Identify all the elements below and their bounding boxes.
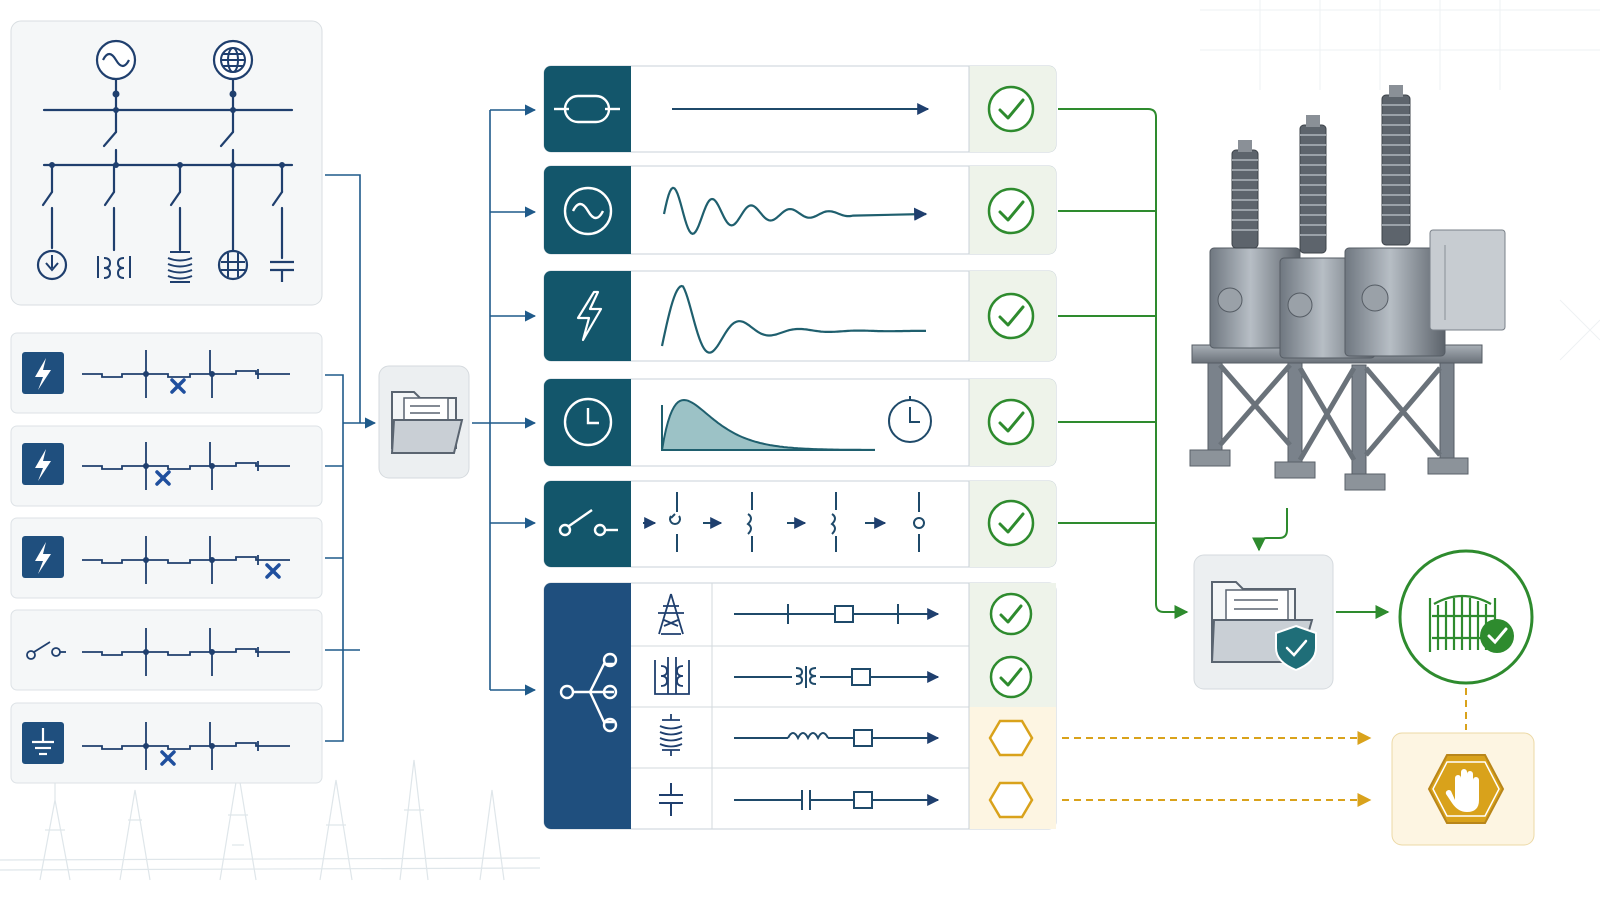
- subtest-group: [543, 582, 1057, 830]
- subtest-row[interactable]: [654, 655, 1033, 699]
- grid-source-icon: [212, 39, 254, 81]
- circuit-breaker-equipment-icon: [1189, 85, 1506, 491]
- transformer-icon: [97, 256, 131, 279]
- cross-mark-icon: [265, 563, 281, 579]
- test-list: [543, 65, 1057, 830]
- cross-mark-icon: [170, 378, 186, 394]
- folder-icon: [390, 391, 464, 454]
- pass-connectors: [1058, 108, 1390, 619]
- lightning-icon: [576, 290, 603, 342]
- lightning-icon: [22, 443, 64, 485]
- check-icon: [987, 398, 1035, 446]
- hub-folder[interactable]: [378, 365, 470, 479]
- subtest-row[interactable]: [659, 714, 1034, 757]
- lightning-icon: [22, 352, 64, 394]
- clock-icon: [563, 397, 613, 447]
- blocked-panel[interactable]: [1391, 732, 1535, 846]
- fail-connectors: [1062, 688, 1467, 807]
- impulse-ring-plot: [660, 284, 926, 354]
- check-icon: [989, 592, 1033, 636]
- switch-icon: [26, 641, 66, 660]
- test-row[interactable]: [543, 480, 1057, 568]
- fault-case-list: [10, 332, 323, 784]
- warning-hexagon-icon: [988, 781, 1034, 819]
- test-row[interactable]: [543, 270, 1057, 362]
- warning-hexagon-icon: [988, 719, 1034, 757]
- check-icon: [987, 85, 1035, 133]
- damped-sine-plot: [662, 186, 928, 235]
- secure-folder-icon: [1210, 581, 1317, 672]
- single-line-diagram: [10, 20, 323, 306]
- capacitor-icon: [270, 260, 294, 282]
- switch-sequence-plot: [643, 492, 925, 552]
- cross-mark-icon: [160, 750, 176, 766]
- fault-case[interactable]: [10, 702, 323, 784]
- reactor-icon: [167, 251, 193, 283]
- switch-icon: [558, 509, 618, 537]
- capacitor-icon: [659, 783, 683, 816]
- ground-load-icon: [45, 255, 59, 272]
- decay-area-plot: [661, 398, 875, 451]
- gate-approved-icon: [1398, 549, 1534, 685]
- grid-load-icon: [221, 253, 245, 277]
- test-row[interactable]: [543, 165, 1057, 255]
- background-grid: [1200, 0, 1600, 361]
- check-icon: [989, 655, 1033, 699]
- cross-mark-icon: [155, 470, 171, 486]
- tower-icon: [658, 593, 684, 635]
- lightning-icon: [22, 536, 64, 578]
- transformer-icon: [654, 657, 690, 695]
- ac-source-icon: [95, 39, 137, 81]
- subtest-row[interactable]: [658, 592, 1033, 636]
- check-icon: [987, 292, 1035, 340]
- fault-case[interactable]: [10, 609, 323, 691]
- test-row[interactable]: [543, 378, 1057, 467]
- reactor-icon: [659, 714, 683, 756]
- fault-case[interactable]: [10, 517, 323, 599]
- test-row[interactable]: [543, 65, 1057, 153]
- ac-wave-icon: [563, 186, 613, 236]
- ground-icon: [22, 722, 64, 764]
- branch-icon: [559, 652, 618, 733]
- subtest-row[interactable]: [659, 781, 1034, 819]
- stop-hand-icon: [1427, 754, 1505, 824]
- check-icon: [987, 499, 1035, 547]
- background-towers: [0, 759, 541, 881]
- fault-case[interactable]: [10, 332, 323, 414]
- clock-icon: [888, 396, 932, 443]
- check-icon: [987, 187, 1035, 235]
- input-connectors: [325, 174, 377, 742]
- test-connectors: [472, 104, 537, 696]
- secure-folder[interactable]: [1193, 554, 1334, 690]
- breaker-icon: [554, 94, 620, 124]
- fault-case[interactable]: [10, 425, 323, 507]
